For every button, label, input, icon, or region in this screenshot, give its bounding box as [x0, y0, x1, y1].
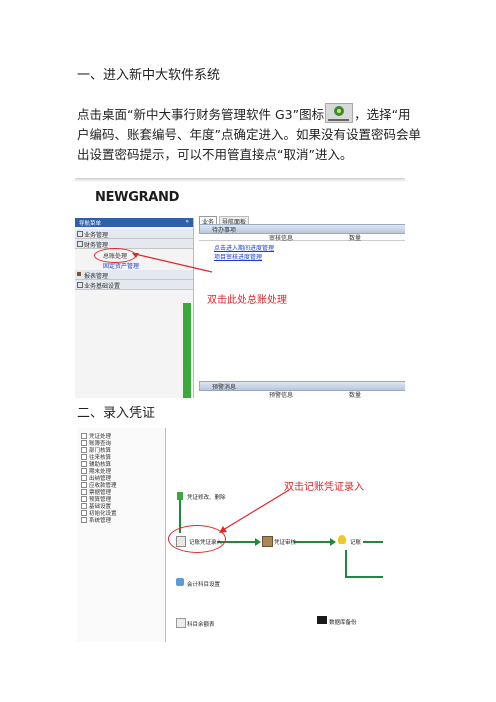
connector-to-post [294, 541, 332, 543]
column-audit-info: 审核信息 [269, 235, 294, 242]
tree-item[interactable]: 基础设置 [81, 502, 111, 510]
menu-item-fixed-assets[interactable]: 固定资产管理 [103, 263, 140, 270]
callout-label: 双击记账凭证录入 [284, 482, 364, 493]
tree-item[interactable]: 票据管理 [81, 488, 111, 496]
nav-panel-title: 导航菜单 [79, 221, 102, 227]
instruction-paragraph-1: 点击桌面“新中大事行财务管理软件 G3”图标，选择“用户编码、账套编号、年度”点… [77, 103, 422, 165]
menu-item-business[interactable]: 业务管理 [75, 229, 193, 239]
menu-label-business: 业务管理 [84, 232, 109, 239]
balance-sheet-icon [176, 618, 186, 628]
node-voucher-audit[interactable]: 凭证审核 [274, 540, 297, 546]
expand-box-icon [77, 282, 83, 288]
node-account-settings[interactable]: 会计科目设置 [187, 582, 221, 588]
section-heading-1: 一、进入新中大软件系统 [77, 68, 221, 83]
tree-item[interactable]: 应收款管理 [81, 481, 117, 489]
node-balance-sheet[interactable]: 科目余额表 [187, 622, 215, 628]
workspace: 业务 导航面板 待办事项 审核信息 数量 点击进入期间进度管理 项目审核进度管理… [199, 216, 405, 398]
backup-icon [317, 616, 327, 624]
callout-label: 双击此处总账处理 [207, 295, 287, 306]
connector-vertical [179, 498, 181, 533]
instruction-text-b: ，选择“用户编码、账套编号、年度”点确定进入。如果没有设置密码会单出设置密码提示… [77, 107, 421, 162]
expand-box-icon [77, 231, 83, 237]
warning-header-bar: 预警消息 [199, 381, 405, 391]
audit-icon [262, 536, 273, 547]
account-settings-icon [176, 578, 184, 586]
instruction-text-a: 点击桌面“新中大事行财务管理软件 G3”图标 [77, 107, 325, 122]
section-heading-2: 二、录入凭证 [77, 406, 156, 421]
tab-strip: 业务 导航面板 [199, 216, 250, 224]
newgrand-logo: NEWGRAND [95, 190, 180, 205]
tree-item[interactable]: 预算管理 [81, 495, 111, 503]
post-icon [338, 535, 346, 544]
menu-item-finance[interactable]: 财务管理 [75, 239, 193, 249]
menu-label-basic-settings: 业务基础设置 [84, 283, 121, 290]
collapse-icon[interactable]: » [185, 218, 189, 225]
node-post[interactable]: 记账 [350, 540, 362, 546]
connector-to-audit [217, 541, 257, 543]
link-project-audit[interactable]: 项目审核进度管理 [214, 254, 263, 261]
screenshot-general-ledger: NEWGRAND 导航菜单 » 业务管理 财务管理 总账处理 固定资产管理 报表… [75, 178, 405, 398]
tree-item[interactable]: 账簿查询 [81, 439, 111, 447]
link-period-progress[interactable]: 点击进入期间进度管理 [214, 245, 275, 252]
column-warning-count: 数量 [349, 392, 362, 398]
arrow-head-icon [330, 538, 336, 546]
column-count: 数量 [349, 235, 362, 242]
tree-item[interactable]: 期末处理 [81, 467, 111, 475]
menu-label-reports: 报表管理 [84, 273, 109, 280]
menu-item-reports[interactable]: 报表管理 [75, 270, 193, 280]
screenshot-voucher-entry: 凭证处理 账簿查询 部门核算 往来核算 辅助核算 期末处理 出纳管理 应收款管理… [77, 428, 383, 642]
tree-item[interactable]: 往来核算 [81, 453, 111, 461]
tree-item[interactable]: 凭证处理 [81, 432, 111, 440]
column-warning-info: 预警信息 [269, 392, 294, 398]
nav-panel: 导航菜单 » 业务管理 财务管理 总账处理 固定资产管理 报表管理 业务基础设置 [75, 218, 194, 398]
todo-columns: 审核信息 数量 [199, 233, 405, 242]
top-border [75, 178, 405, 182]
report-icon [77, 272, 81, 276]
desktop-app-icon [325, 103, 354, 123]
node-database-backup[interactable]: 数据库备份 [329, 620, 357, 626]
callout-arrow-icon [132, 253, 213, 273]
nav-panel-header: 导航菜单 » [75, 218, 193, 227]
tree-item[interactable]: 辅助核算 [81, 460, 111, 468]
connector-right [363, 541, 383, 543]
expand-box-icon [77, 241, 83, 247]
tree-item[interactable]: 部门核算 [81, 446, 111, 454]
warning-columns: 预警信息 数量 [199, 390, 405, 398]
tab-navigation[interactable]: 导航面板 [219, 216, 250, 224]
todo-header-bar: 待办事项 [199, 224, 405, 234]
connector-bottom [345, 576, 383, 578]
menu-label-finance: 财务管理 [84, 242, 109, 249]
tree-item[interactable]: 初始化设置 [81, 509, 117, 517]
callout-arrow-icon [219, 489, 290, 533]
edit-voucher-icon [177, 492, 183, 500]
tree-item[interactable]: 出纳管理 [81, 474, 111, 482]
warning-header: 预警消息 [212, 384, 237, 391]
arrow-head-icon [255, 538, 261, 546]
tab-business[interactable]: 业务 [199, 216, 218, 224]
connector-down [345, 550, 347, 578]
todo-header: 待办事项 [212, 227, 237, 234]
panel-splitter-bar[interactable] [183, 303, 191, 398]
menu-item-basic-settings[interactable]: 业务基础设置 [75, 280, 193, 290]
highlight-ellipse [168, 525, 226, 553]
tree-item[interactable]: 系统管理 [81, 516, 111, 524]
node-edit-delete-voucher[interactable]: 凭证修改、删除 [187, 495, 226, 501]
function-tree: 凭证处理 账簿查询 部门核算 往来核算 辅助核算 期末处理 出纳管理 应收款管理… [77, 428, 166, 642]
